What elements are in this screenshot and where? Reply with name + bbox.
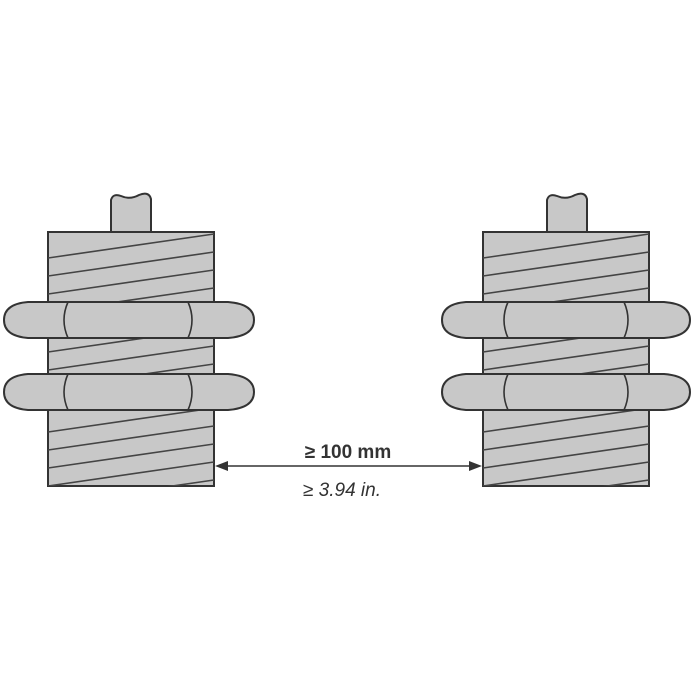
- right-lower-nut: [440, 373, 692, 411]
- left-arrowhead: [215, 461, 228, 471]
- right-upper-nut: [440, 301, 692, 339]
- right-sensor: [440, 192, 692, 487]
- left-cable: [110, 192, 152, 233]
- right-arrowhead: [469, 461, 482, 471]
- dimension-metric-label: ≥ 100 mm: [305, 442, 391, 463]
- left-lower-nut: [2, 373, 256, 411]
- left-upper-nut: [2, 301, 256, 339]
- dimension-line: [215, 461, 482, 471]
- dimension-imperial-label: ≥ 3.94 in.: [303, 480, 381, 501]
- left-thread-lines: [48, 233, 214, 486]
- right-cable: [546, 192, 588, 233]
- left-sensor: [2, 192, 256, 487]
